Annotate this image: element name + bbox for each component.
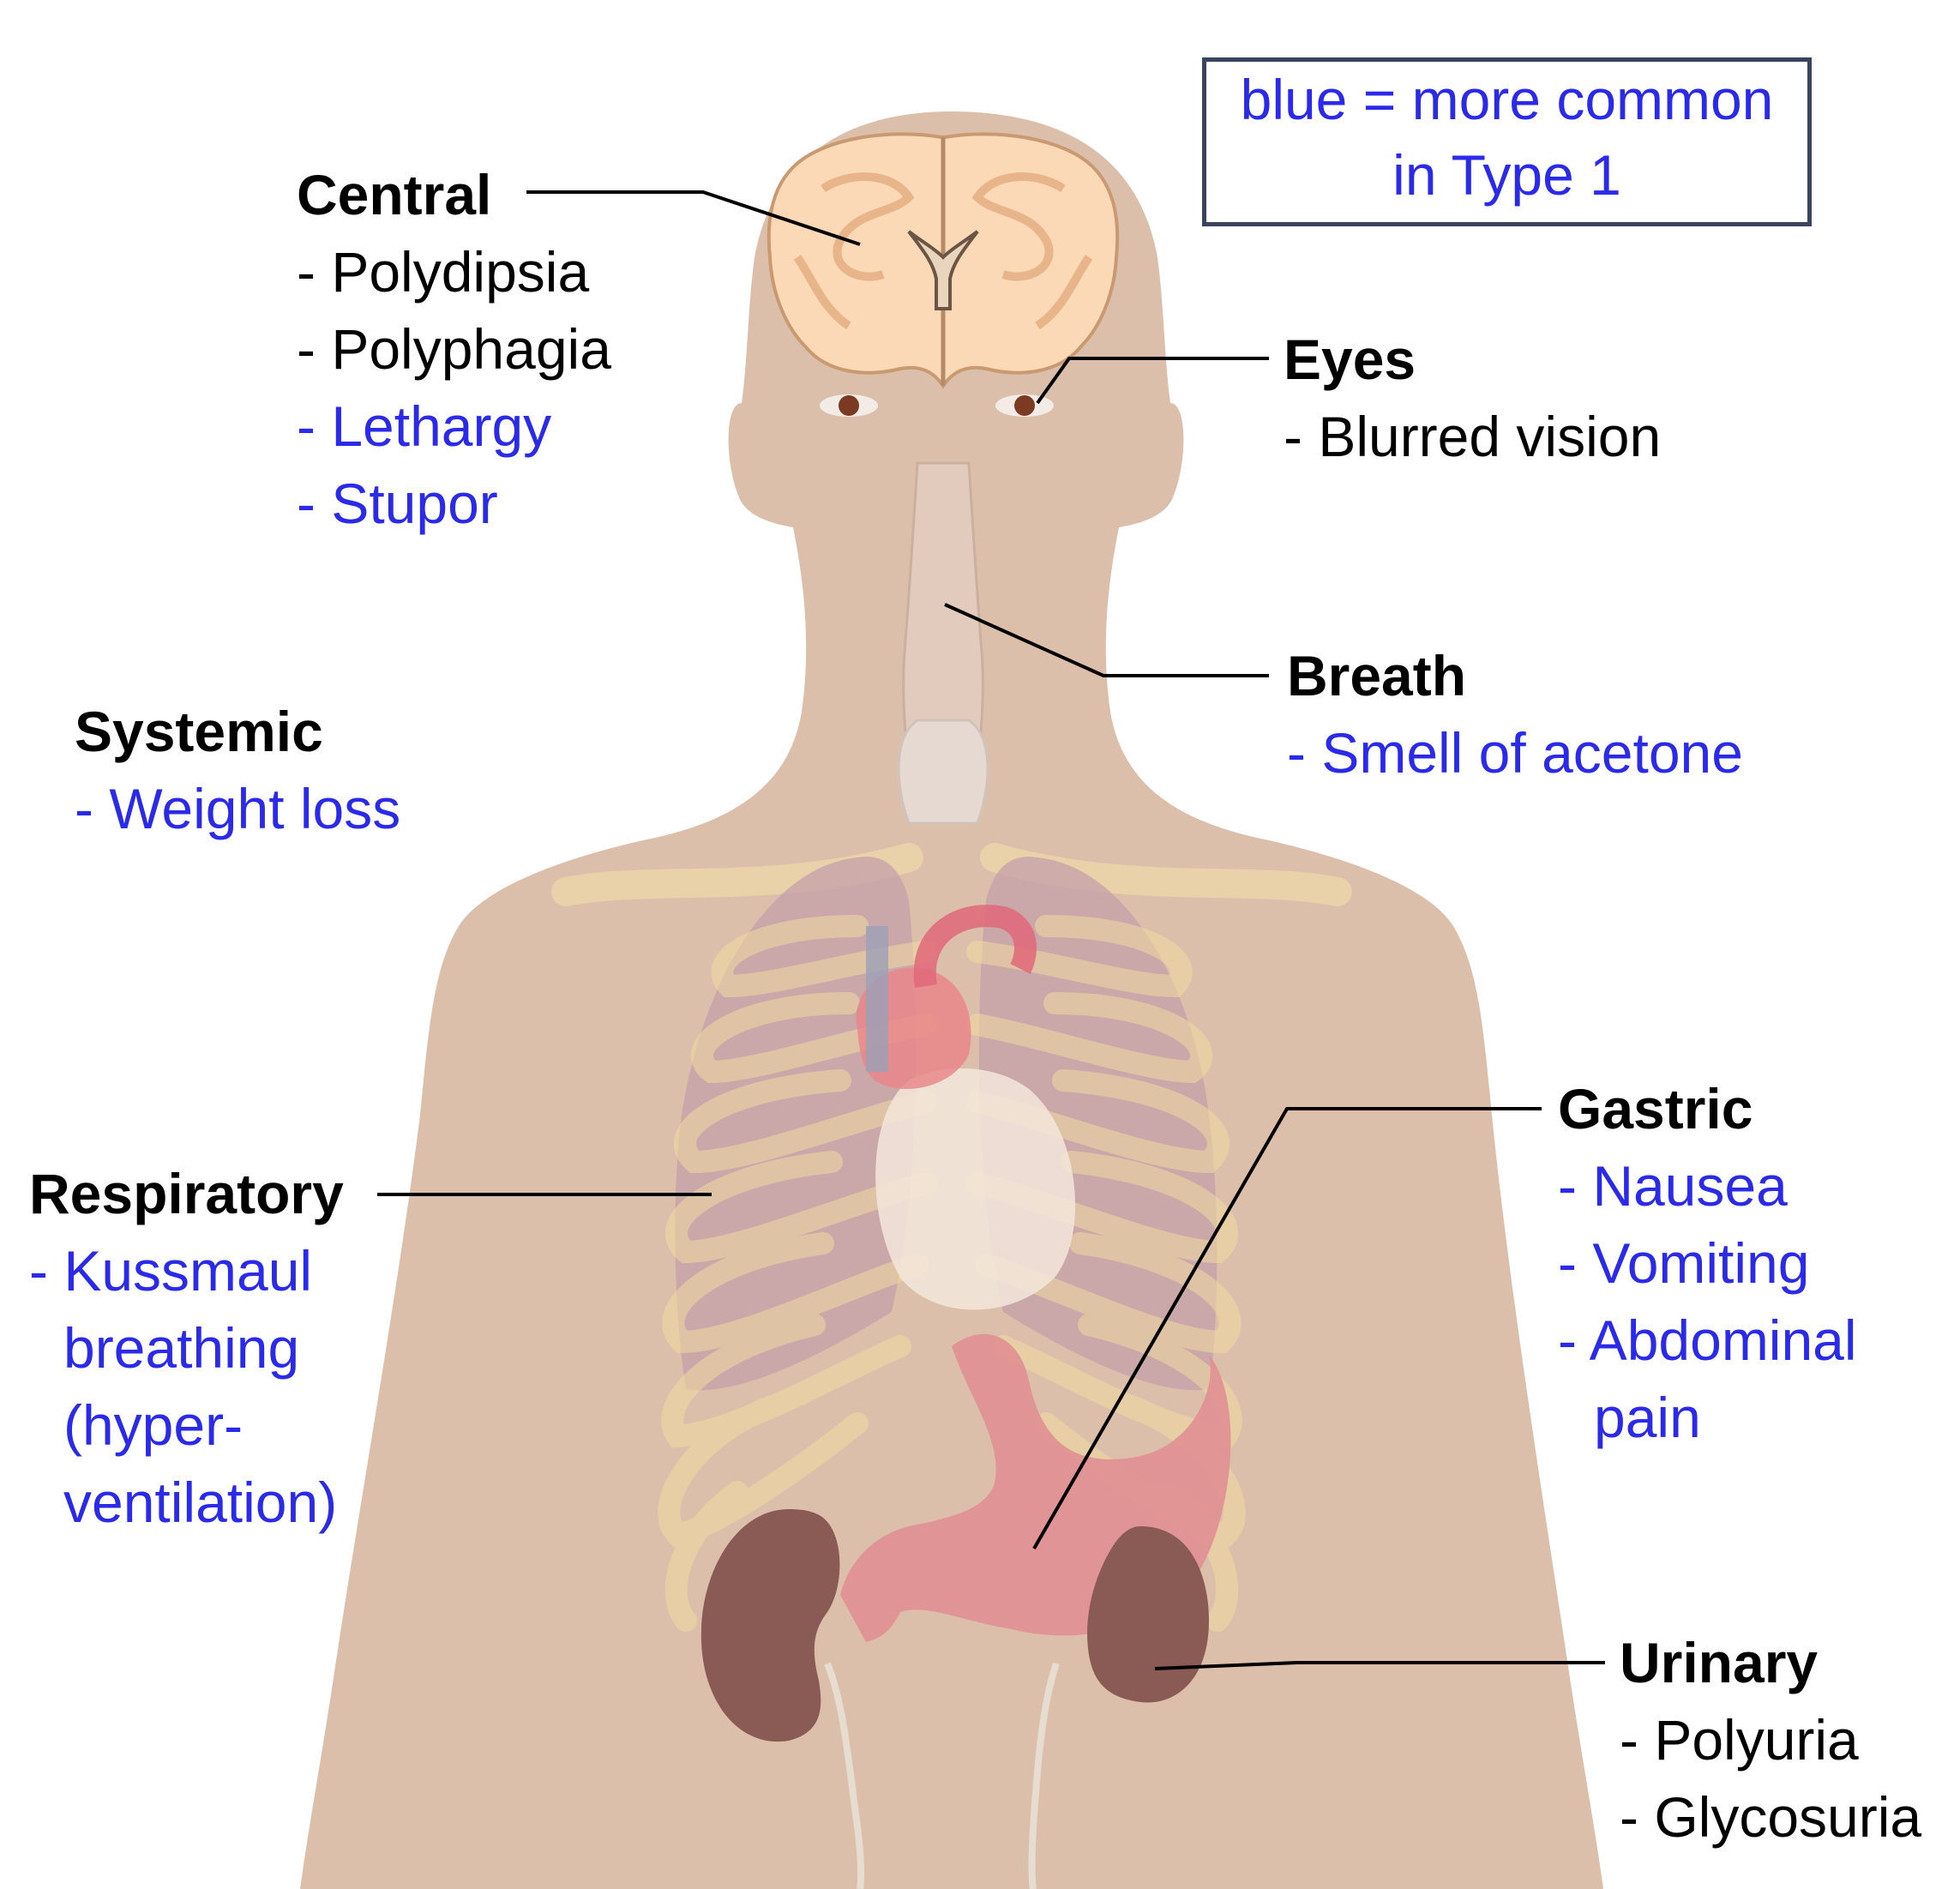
symptom-polyuria: - Polyuria (1620, 1708, 1859, 1772)
legend: blue = more common in Type 1 (1202, 57, 1812, 226)
symptom-breathing: breathing (63, 1316, 300, 1380)
symptom-lethargy: - Lethargy (297, 394, 552, 458)
group-urinary: Urinary - Polyuria - Glycosuria (1620, 1624, 1921, 1856)
heading-systemic: Systemic (75, 700, 323, 763)
group-central: Central - Polydipsia - Polyphagia - Leth… (297, 156, 611, 542)
group-breath: Breath - Smell of acetone (1287, 637, 1743, 791)
legend-line-1: blue = more common (1240, 68, 1774, 131)
leader-eyes (1036, 357, 1269, 405)
leader-lines (377, 190, 1605, 1670)
heading-urinary: Urinary (1620, 1631, 1819, 1694)
symptom-smell-of-acetone: - Smell of acetone (1287, 721, 1743, 785)
symptom-stupor: - Stupor (297, 472, 498, 535)
symptom-vomiting: - Vomiting (1558, 1231, 1810, 1295)
leader-breath (944, 603, 1269, 677)
kidneys (700, 1509, 1209, 1889)
symptom-glycosuria: - Glycosuria (1620, 1785, 1922, 1849)
heading-eyes: Eyes (1284, 328, 1416, 391)
symptom-nausea: - Nausea (1558, 1154, 1788, 1218)
symptom-kussmaul: - Kussmaul (29, 1239, 313, 1302)
ribcage (658, 915, 1246, 1632)
group-systemic: Systemic - Weight loss (75, 693, 400, 847)
symptom-pain: pain (1594, 1386, 1701, 1449)
symptom-polydipsia: - Polydipsia (297, 240, 590, 304)
symptom-weight-loss: - Weight loss (75, 777, 401, 840)
heart (856, 905, 1075, 1310)
symptom-hyper: (hyper- (63, 1393, 243, 1457)
leader-gastric (1032, 1107, 1542, 1549)
heading-gastric: Gastric (1558, 1077, 1753, 1140)
legend-line-2: in Type 1 (1392, 143, 1621, 207)
group-eyes: Eyes - Blurred vision (1284, 321, 1661, 475)
trachea (897, 461, 989, 825)
leader-urinary (1154, 1661, 1605, 1670)
symptom-ventilation: ventilation) (63, 1471, 338, 1534)
heading-breath: Breath (1287, 644, 1467, 707)
brain (767, 132, 1120, 389)
group-respiratory: Respiratory - Kussmaul breathing (hyper-… (29, 1155, 344, 1541)
symptom-blurred-vision: - Blurred vision (1284, 405, 1662, 468)
leader-central (526, 190, 861, 246)
symptom-polyphagia: - Polyphagia (297, 317, 611, 381)
symptom-abdominal: - Abdominal (1558, 1308, 1857, 1372)
heading-respiratory: Respiratory (29, 1162, 344, 1225)
heading-central: Central (297, 163, 492, 226)
group-gastric: Gastric - Nausea - Vomiting - Abdominal … (1558, 1070, 1857, 1456)
